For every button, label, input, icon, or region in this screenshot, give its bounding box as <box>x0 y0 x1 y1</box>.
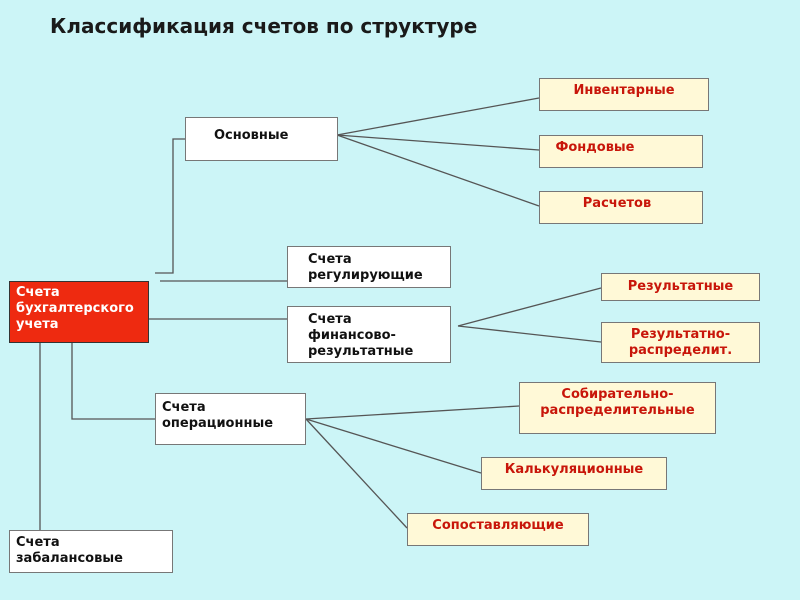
node-zabalansovye-line-1: Счета <box>16 535 60 550</box>
node-zabalansovye: Счета забалансовые <box>9 530 173 573</box>
leaf-rezultatno-raspred: Результатно- распределит. <box>601 322 760 363</box>
connector-osnovnye-fondovye <box>336 134 540 151</box>
node-operacionnye-line-1: Счета <box>162 400 206 415</box>
diagram-title: Классификация счетов по структуре <box>50 14 478 38</box>
node-osnovnye: Основные <box>185 117 338 161</box>
leaf-sobiratelno-line-2: распределительные <box>540 403 695 418</box>
leaf-sopostavlyayushchie: Сопоставляющие <box>407 513 589 546</box>
node-reguliruyushchie-line-1: Счета <box>308 252 352 267</box>
connector-finrez-rezultatno <box>457 325 602 343</box>
connector-osnovnye-raschetov <box>336 134 540 207</box>
node-fin-rez-line-3: результатные <box>308 344 414 359</box>
leaf-fondovye-label: Фондовые <box>555 140 635 155</box>
leaf-kalkulyacionnye: Калькуляционные <box>481 457 667 490</box>
leaf-rezultatno-raspred-line-2: распределит. <box>628 343 733 358</box>
leaf-fondovye: Фондовые <box>539 135 703 168</box>
connector-osnovnye-inventarnye <box>336 97 540 136</box>
node-operacionnye: Счета операционные <box>155 393 306 445</box>
node-reguliruyushchie: Счета регулирующие <box>287 246 451 288</box>
connector-oper-sopostavlyayushchie <box>305 418 408 529</box>
connector-root-osnovnye <box>155 138 185 274</box>
leaf-inventarnye-label: Инвентарные <box>573 83 675 98</box>
root-node-line-3: учета <box>16 317 59 332</box>
node-fin-rez-line-2: финансово- <box>308 328 396 343</box>
leaf-rezultatnye: Результатные <box>601 273 760 301</box>
leaf-sobiratelno: Собирательно- распределительные <box>519 382 716 434</box>
leaf-rezultatno-raspred-line-1: Результатно- <box>630 327 731 342</box>
node-zabalansovye-line-2: забалансовые <box>16 551 123 566</box>
node-osnovnye-label: Основные <box>214 128 289 143</box>
connector-finrez-rezultatnye <box>457 287 602 327</box>
leaf-raschetov-label: Расчетов <box>582 196 652 211</box>
node-operacionnye-line-2: операционные <box>162 416 274 431</box>
leaf-kalkulyacionnye-label: Калькуляционные <box>504 462 644 477</box>
root-node-line-1: Счета <box>16 285 60 300</box>
root-node-line-2: бухгалтерского <box>16 301 134 316</box>
node-reguliruyushchie-line-2: регулирующие <box>308 268 423 283</box>
leaf-rezultatnye-label: Результатные <box>627 279 734 294</box>
connector-oper-kalkulyacionnye <box>305 418 482 474</box>
connector-oper-sobiratelno <box>305 405 520 420</box>
leaf-inventarnye: Инвентарные <box>539 78 709 111</box>
leaf-raschetov: Расчетов <box>539 191 703 224</box>
leaf-sopostavlyayushchie-label: Сопоставляющие <box>432 518 564 533</box>
leaf-sobiratelno-line-1: Собирательно- <box>561 387 674 402</box>
connector-root-operacionnye <box>71 343 155 420</box>
root-node-accounting-accounts: Счета бухгалтерского учета <box>9 281 149 343</box>
node-fin-rez-line-1: Счета <box>308 312 352 327</box>
node-fin-rez: Счета финансово- результатные <box>287 306 451 363</box>
